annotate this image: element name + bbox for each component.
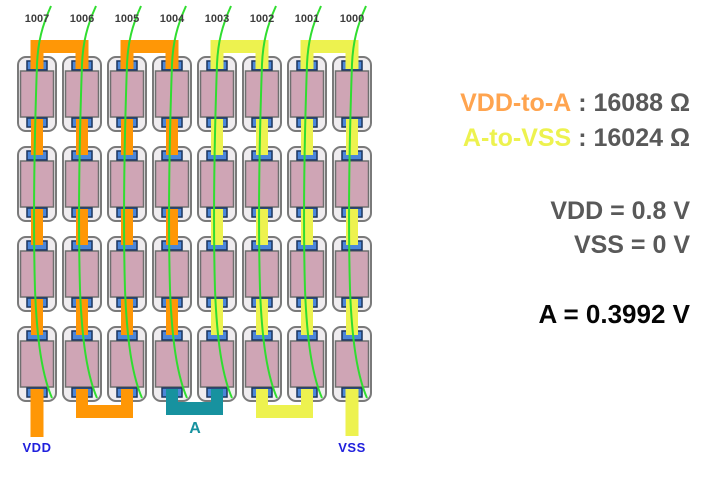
wire-stub (346, 119, 358, 155)
vdd-voltage-line: VDD = 0.8 V (550, 197, 690, 225)
column-label: 1006 (69, 13, 95, 25)
resistor-body (19, 160, 55, 208)
resistor-body (199, 160, 235, 208)
resistor-body (154, 340, 190, 388)
resistor-body (334, 250, 370, 298)
resistor-body (19, 340, 55, 388)
resistor-body (244, 160, 280, 208)
resistor-body (109, 340, 145, 388)
flight-line (302, 5, 323, 399)
resistor-body (289, 250, 325, 298)
resistor-body (64, 250, 100, 298)
wire-stub (256, 209, 268, 245)
column-label: 1001 (294, 13, 320, 25)
resistor-body (244, 250, 280, 298)
flight-line (257, 5, 278, 399)
wire-top-bridge (30, 40, 89, 53)
wire-stub (31, 209, 43, 245)
wire-stub (256, 119, 268, 155)
resistor-body (199, 250, 235, 298)
wire-stub (301, 209, 313, 245)
resistor-body (19, 250, 55, 298)
resistor-body (109, 160, 145, 208)
a-net-label: A (189, 420, 201, 437)
flight-line (347, 5, 368, 399)
flight-line (167, 5, 188, 399)
resistor-body (154, 160, 190, 208)
resistor-body (289, 160, 325, 208)
resistor-body (289, 340, 325, 388)
vdd-to-a-value: : 16088 Ω (578, 89, 690, 117)
flight-line (212, 5, 233, 399)
wire-top-bridge (300, 40, 359, 53)
column-label: 1000 (339, 13, 365, 25)
wire-stub (121, 209, 133, 245)
wire-stub (211, 119, 223, 155)
vss-terminal-label: VSS (338, 440, 366, 455)
column-label: 1004 (159, 13, 185, 25)
resistor-body (244, 340, 280, 388)
wire-stub (121, 119, 133, 155)
wire-bottom-bridge (76, 405, 133, 418)
wire-stub (31, 119, 43, 155)
wire-bottom-bridge (256, 405, 313, 418)
a-to-vss-resistance-line: A-to-VSS: 16024 Ω (463, 125, 690, 152)
column-label: 1007 (24, 13, 50, 25)
column-label: 1005 (114, 13, 140, 25)
flight-line (122, 5, 143, 399)
resistor-body (199, 340, 235, 388)
column-label: 1002 (249, 13, 275, 25)
net-a-wire (166, 402, 223, 415)
resistor-body (109, 250, 145, 298)
wire-stub (166, 119, 178, 155)
resistor-body (334, 160, 370, 208)
wire-stub (211, 209, 223, 245)
a-to-vss-label: A-to-VSS (462, 124, 572, 152)
resistor-body (64, 160, 100, 208)
wire-stub (166, 209, 178, 245)
vdd-wire (30, 389, 44, 437)
resistor-body (154, 250, 190, 298)
flight-line (77, 5, 98, 399)
a-to-vss-value: : 16024 Ω (578, 124, 690, 152)
wire-stub (346, 209, 358, 245)
resistor-body (64, 340, 100, 388)
a-voltage-line: A = 0.3992 V (538, 299, 690, 329)
wire-top-bridge (210, 40, 269, 53)
column-label: 1003 (204, 13, 230, 25)
wire-stub (76, 119, 88, 155)
flight-line (32, 5, 53, 399)
vdd-to-a-resistance-line: VDD-to-A: 16088 Ω (460, 90, 690, 117)
resistor-body (334, 340, 370, 388)
wire-stub (76, 209, 88, 245)
vdd-to-a-label: VDD-to-A (460, 89, 572, 117)
wire-top-bridge (120, 40, 179, 53)
vss-voltage-line: VSS = 0 V (573, 231, 690, 259)
vss-wire (345, 389, 359, 436)
vdd-terminal-label: VDD (22, 440, 52, 455)
wire-stub (301, 119, 313, 155)
